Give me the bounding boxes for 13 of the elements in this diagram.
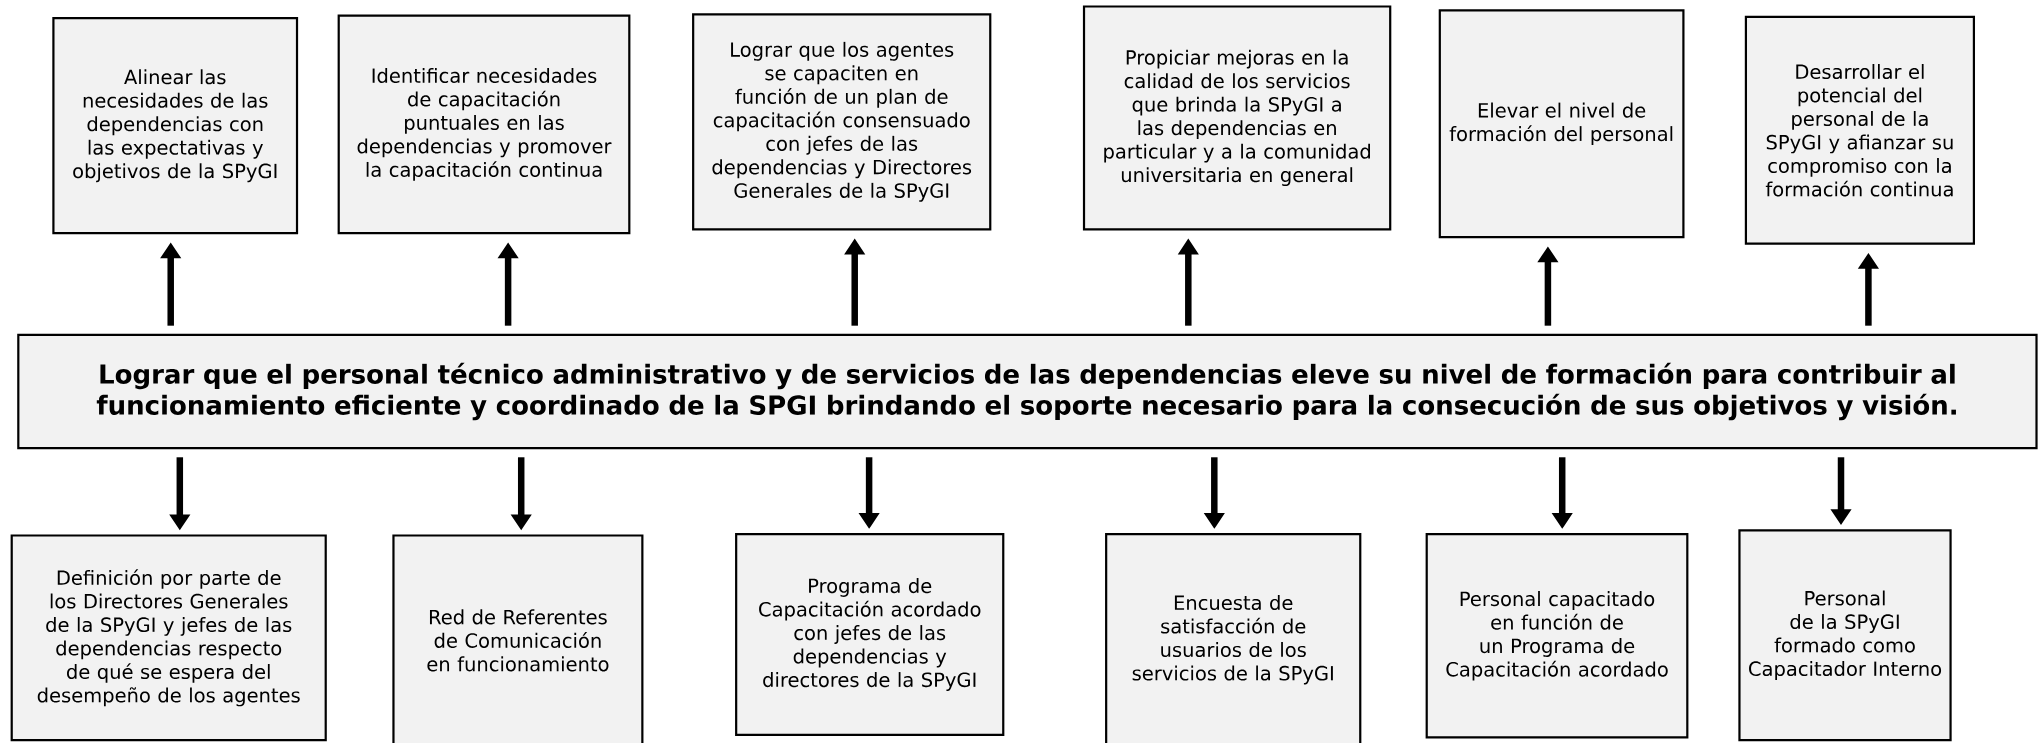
result-box: Definición por parte de los Directores Generales de la SPyGI y jefes de las dependencias respecto de qué se espera del desempeño de los agentes [10, 534, 327, 742]
result-box: Personal capacitado en función de un Programa de Capacitación acordado [1425, 533, 1689, 739]
objective-box: Elevar el nivel de formación del personal [1438, 9, 1685, 239]
objective-box: Desarrollar el potencial del personal de la SPyGI y afianzar su compromiso con la formación continua [1744, 15, 1975, 245]
result-box: Encuesta de satisfacción de usuarios de los servicios de la SPyGI [1105, 533, 1362, 743]
goal-box: Lograr que el personal técnico administrativo y de servicios de las dependencias eleve su nivel de formación para contribuir al funcionamiento eficiente y coordinado de la SPGI brindando el soporte necesario para la consecución de sus objetivos y visión. [17, 333, 2038, 450]
objective-box: Propiciar mejoras en la calidad de los servicios que brinda la SPyGI a las dependencias en particular y a la comunidad universitaria en general [1082, 5, 1392, 231]
result-box: Personal de la SPyGI formado como Capacitador Interno [1738, 529, 1952, 742]
objective-box: Identificar necesidades de capacitación puntuales en las dependencias y promover la capacitación continua [337, 14, 631, 235]
result-box: Programa de Capacitación acordado con jefes de las dependencias y directores de la SPyGI [735, 533, 1005, 736]
objective-box: Alinear las necesidades de las dependencias con las expectativas y objetivos de la SPyGI [52, 17, 299, 235]
result-box: Red de Referentes de Comunicación en funcionamiento [392, 534, 644, 743]
objective-box: Lograr que los agentes se capaciten en función de un plan de capacitación consensuado con jefes de las dependencias y Directores Generales de la SPyGI [692, 13, 992, 231]
